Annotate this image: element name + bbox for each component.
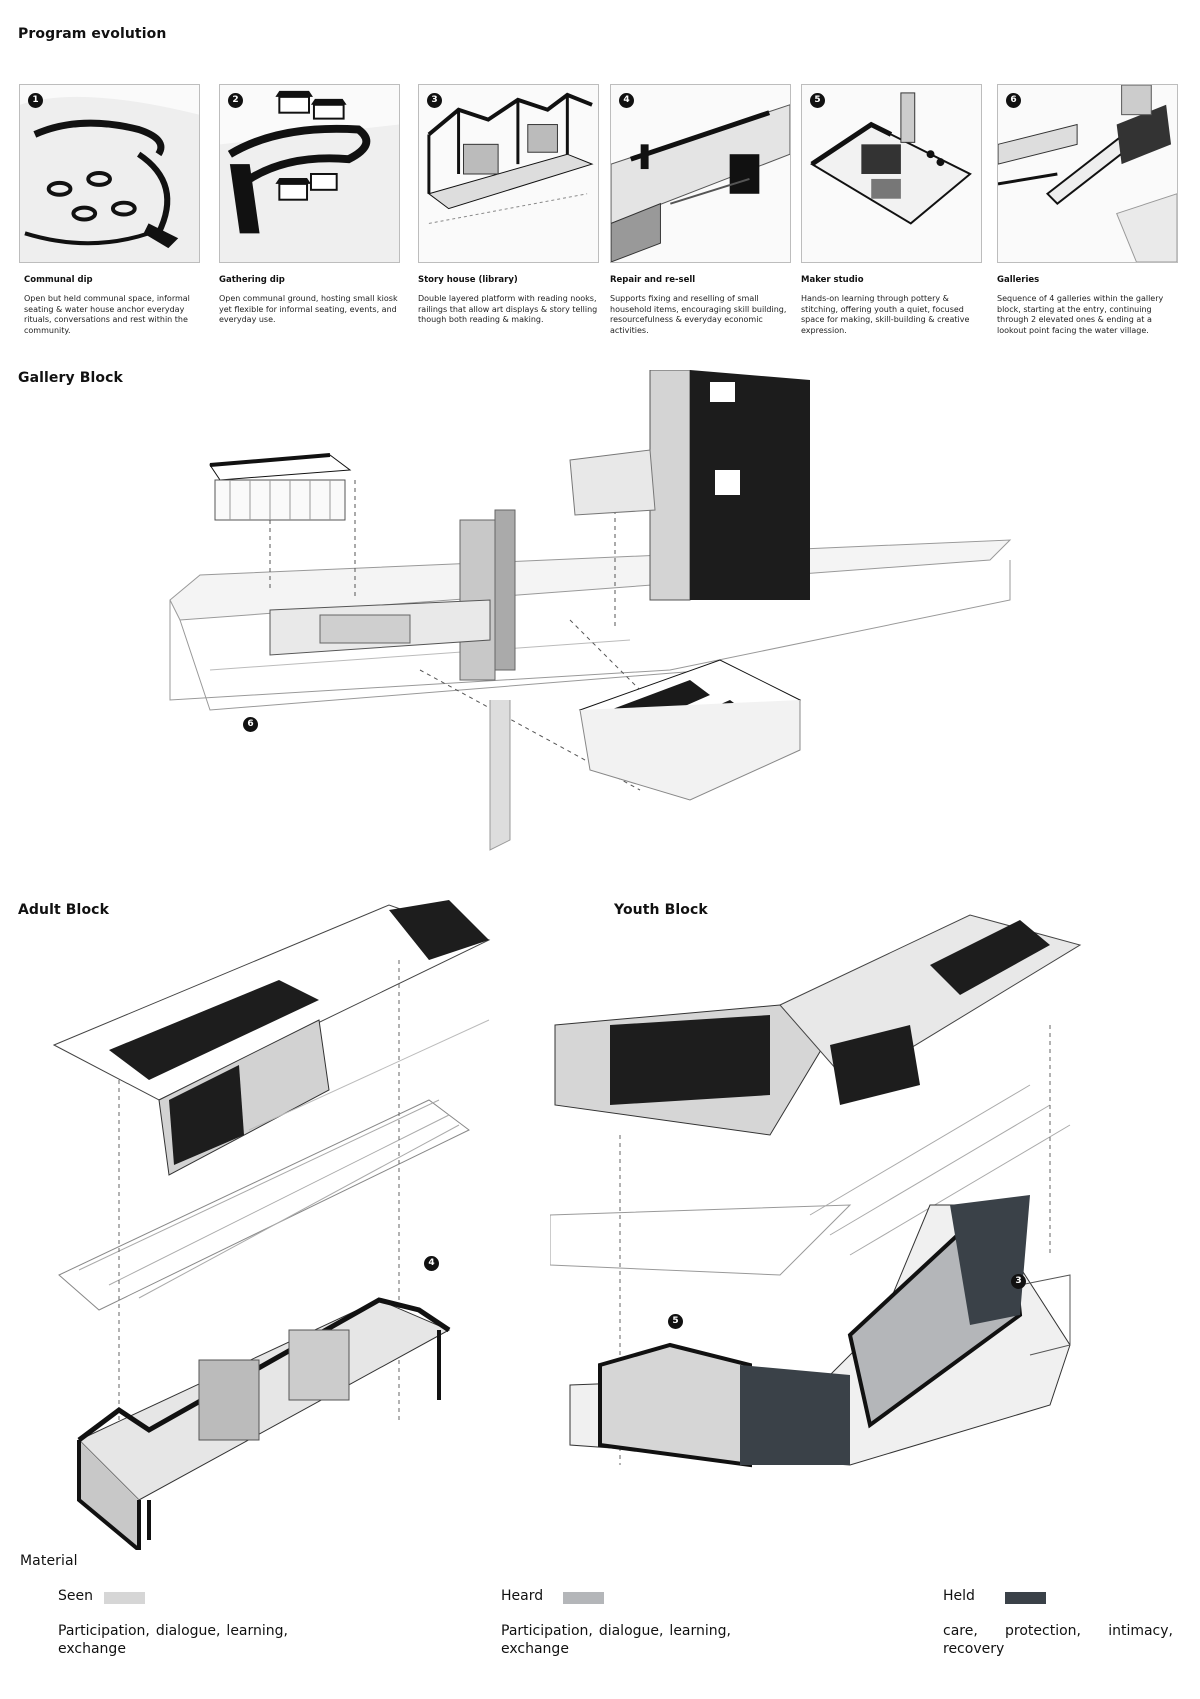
material-heard-swatch [563,1592,604,1604]
material-seen-swatch [104,1592,145,1604]
caption-title: Gathering dip [219,275,285,285]
caption-title: Communal dip [24,275,93,285]
program-panel-gathering-dip: 2 [219,84,400,263]
material-heard-label: Heard [501,1588,544,1604]
caption-desc: Double layered platform with reading noo… [418,294,598,324]
material-seen-label: Seen [58,1588,93,1604]
panel-number-badge: 4 [619,93,634,108]
youth-marker-5: 5 [668,1314,683,1329]
galleries-drawing [998,85,1177,262]
youth-marker-3: 3 [1011,1274,1026,1289]
gallery-marker-6: 6 [243,717,258,732]
gallery-block-title: Gallery Block [18,370,123,386]
caption-story-house: Story house (library) Double layered plat… [418,275,602,326]
program-panel-maker-studio: 5 [801,84,982,263]
material-heard-desc: Participation, dialogue, learning, excha… [501,1623,731,1657]
program-evolution-title: Program evolution [18,26,167,42]
caption-title: Story house (library) [418,275,518,285]
caption-desc: Open but held communal space, informal s… [24,294,190,335]
adult-marker-4: 4 [424,1256,439,1271]
material-title: Material [20,1553,78,1569]
material-seen-desc: Participation, dialogue, learning, excha… [58,1623,288,1657]
gallery-lower-roof-module [578,659,802,801]
panel-number-badge: 1 [28,93,43,108]
caption-title: Repair and re-sell [610,275,696,285]
program-panel-story-house: 3 [418,84,599,263]
youth-block-exploded-axonometric [550,905,1160,1545]
youth-block-title: Youth Block [614,902,708,918]
communal-dip-drawing [20,96,199,262]
program-panel-communal-dip: 1 [19,84,200,263]
panel-number-badge: 5 [810,93,825,108]
program-panel-galleries: 6 [997,84,1178,263]
panel-number-badge: 3 [427,93,442,108]
maker-studio-drawing [810,92,972,225]
material-held-desc: care, protection, intimacy, recovery [943,1623,1173,1657]
caption-desc: Sequence of 4 galleries within the galle… [997,294,1164,335]
caption-desc: Hands-on learning through pottery & stit… [801,294,970,335]
gallery-top-roof-module [209,453,352,521]
story-house-drawing [427,92,594,224]
repair-resell-drawing [611,104,790,262]
panel-number-badge: 2 [228,93,243,108]
adult-block-title: Adult Block [18,902,109,918]
gallery-block-axonometric [150,370,1050,870]
material-held-swatch [1005,1592,1046,1604]
gathering-dip-drawing [220,90,399,262]
adult-block-exploded-axonometric [49,900,509,1550]
caption-title: Galleries [997,275,1040,285]
caption-desc: Supports fixing and reselling of small h… [610,294,787,335]
material-held-label: Held [943,1588,975,1604]
caption-desc: Open communal ground, hosting small kios… [219,294,398,324]
panel-number-badge: 6 [1006,93,1021,108]
caption-title: Maker studio [801,275,864,285]
program-panel-repair-resell: 4 [610,84,791,263]
